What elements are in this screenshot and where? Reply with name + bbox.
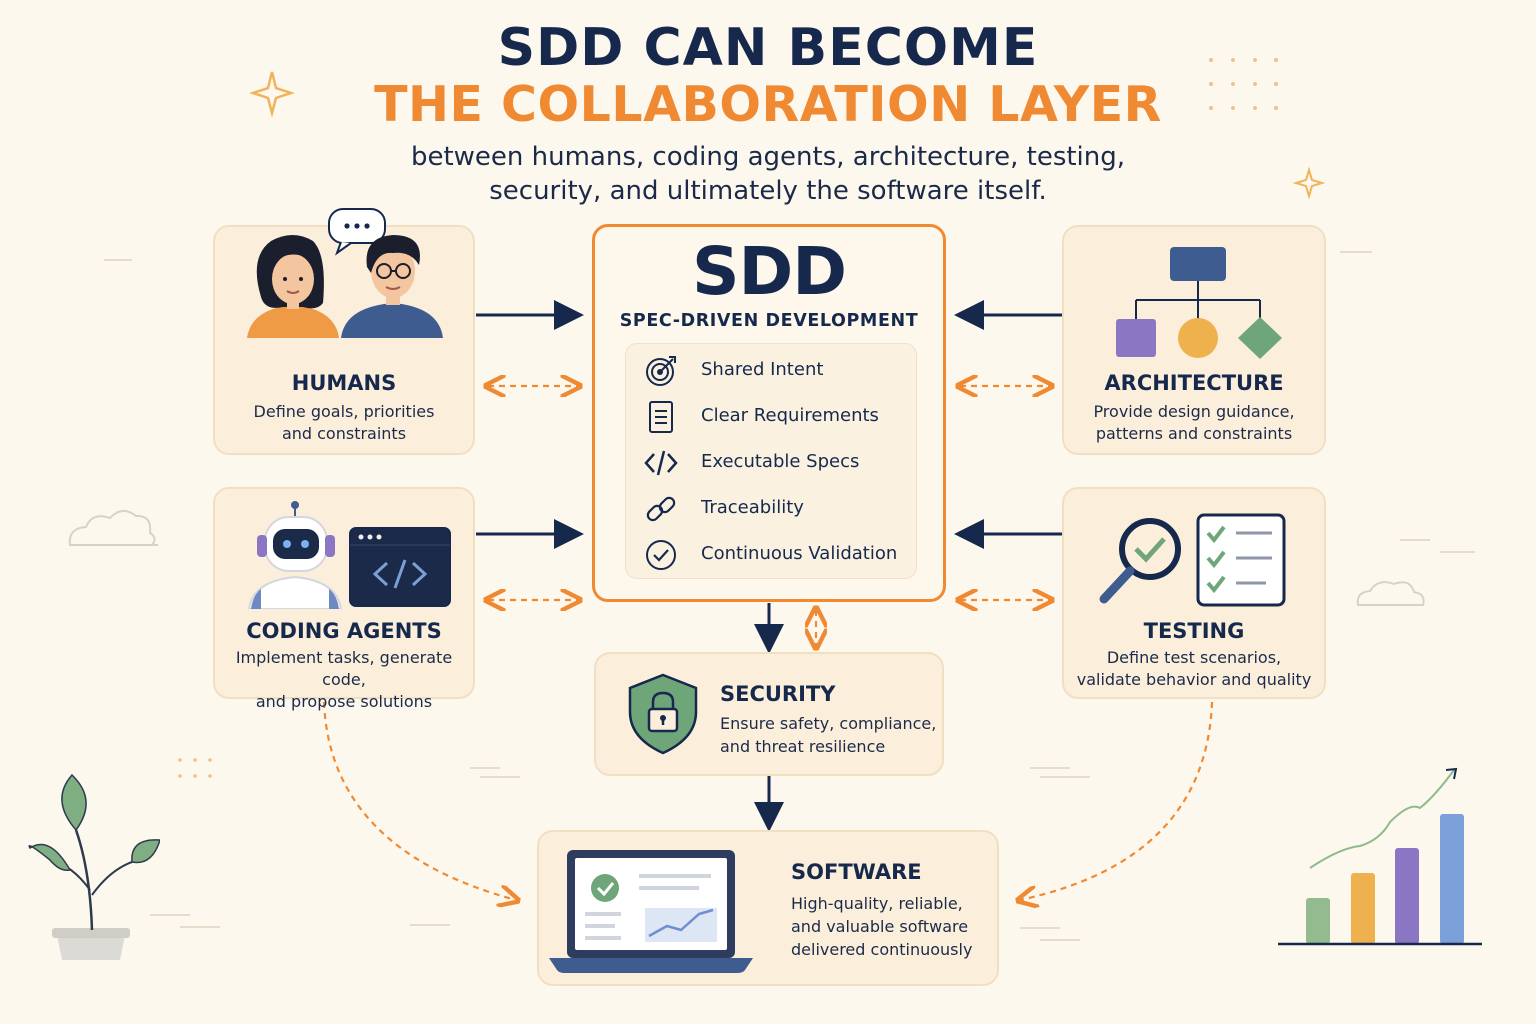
subtitle-line: between humans, coding agents, architect… [410, 142, 1126, 172]
coding-agents-title: CODING AGENTS [246, 619, 442, 643]
security-desc-line: Ensure safety, compliance, [720, 714, 937, 733]
architecture-description: Provide design guidance, patterns and co… [1064, 401, 1324, 445]
agents-desc-line: Implement tasks, generate code, [235, 648, 453, 689]
architecture-title: ARCHITECTURE [1104, 371, 1284, 395]
humans-desc-line: and constraints [281, 424, 407, 443]
humans-desc-line: Define goals, priorities [253, 402, 435, 421]
agents-to-software-curve [322, 701, 516, 900]
list-item: Clear Requirements [626, 396, 916, 436]
page-title-highlight: THE COLLABORATION LAYER [374, 76, 1162, 133]
testing-to-software-curve [1020, 701, 1214, 900]
software-title: SOFTWARE [791, 860, 922, 884]
page-title: SDD CAN BECOME [497, 18, 1039, 78]
code-icon [644, 450, 678, 476]
list-item: Shared Intent [626, 350, 916, 390]
software-desc-line: and valuable software [791, 917, 969, 936]
testing-title: TESTING [1143, 619, 1245, 643]
sdd-principles-list: Shared Intent Clear Requirements Executa… [625, 343, 917, 579]
cloud-icon [68, 510, 156, 546]
humans-illustration [247, 208, 443, 338]
list-item: Executable Specs [626, 442, 916, 482]
security-title: SECURITY [720, 682, 836, 706]
coding-agents-card: CODING AGENTS Implement tasks, generate … [213, 487, 475, 711]
list-item-label: Continuous Validation [701, 543, 898, 564]
list-item-label: Shared Intent [701, 359, 824, 380]
software-description: High-quality, reliable, and valuable sof… [791, 892, 972, 961]
sparkle-icon [1292, 166, 1326, 200]
speech-bubble-icon [328, 208, 386, 256]
sdd-core-box: SDD SPEC-DRIVEN DEVELOPMENT Shared Inten… [592, 224, 946, 602]
list-item-label: Traceability [701, 497, 804, 518]
sparkle-icon [249, 71, 295, 118]
testing-card: TESTING Define test scenarios, validate … [1062, 487, 1326, 699]
humans-title: HUMANS [291, 371, 397, 395]
list-item-label: Executable Specs [701, 451, 860, 472]
checklist-icon [1196, 513, 1286, 607]
testing-description: Define test scenarios, validate behavior… [1064, 647, 1324, 691]
robot-icon [247, 501, 343, 609]
architecture-desc-line: Provide design guidance, [1093, 402, 1295, 421]
shield-lock-icon [628, 673, 698, 755]
testing-desc-line: validate behavior and quality [1076, 670, 1312, 689]
architecture-desc-line: patterns and constraints [1095, 424, 1293, 443]
software-desc-line: High-quality, reliable, [791, 894, 963, 913]
security-desc-line: and threat resilience [720, 737, 886, 756]
cloud-icon [1356, 581, 1425, 606]
list-item: Traceability [626, 488, 916, 528]
coding-agents-description: Implement tasks, generate code, and prop… [215, 647, 473, 713]
target-icon [646, 356, 676, 386]
humans-description: Define goals, priorities and constraints [215, 401, 473, 445]
security-card: SECURITY Ensure safety, compliance, and … [594, 652, 944, 776]
sdd-title: SDD [691, 233, 847, 310]
list-item: Continuous Validation [626, 534, 916, 574]
plant-icon [28, 773, 160, 960]
software-desc-line: delivered continuously [791, 940, 973, 959]
code-window-icon [349, 527, 451, 607]
sdd-subtitle: SPEC-DRIVEN DEVELOPMENT [619, 311, 919, 331]
subtitle-line: security, and ultimately the software it… [489, 176, 1047, 206]
software-card: SOFTWARE High-quality, reliable, and val… [537, 830, 999, 986]
check-circle-icon [646, 540, 676, 570]
testing-desc-line: Define test scenarios, [1106, 648, 1282, 667]
agents-desc-line: and propose solutions [255, 692, 433, 711]
growth-chart-icon [1278, 767, 1482, 946]
architecture-card: ARCHITECTURE Provide design guidance, pa… [1062, 225, 1326, 455]
list-item-label: Clear Requirements [701, 405, 879, 426]
humans-card: HUMANS Define goals, priorities and cons… [213, 208, 475, 455]
link-icon [646, 496, 676, 522]
architecture-diagram-icon [1116, 247, 1282, 359]
magnifier-check-icon [1099, 518, 1181, 604]
security-description: Ensure safety, compliance, and threat re… [720, 712, 936, 758]
document-icon [649, 401, 673, 433]
laptop-icon [549, 850, 753, 973]
page-subtitle: between humans, coding agents, architect… [0, 140, 1536, 208]
